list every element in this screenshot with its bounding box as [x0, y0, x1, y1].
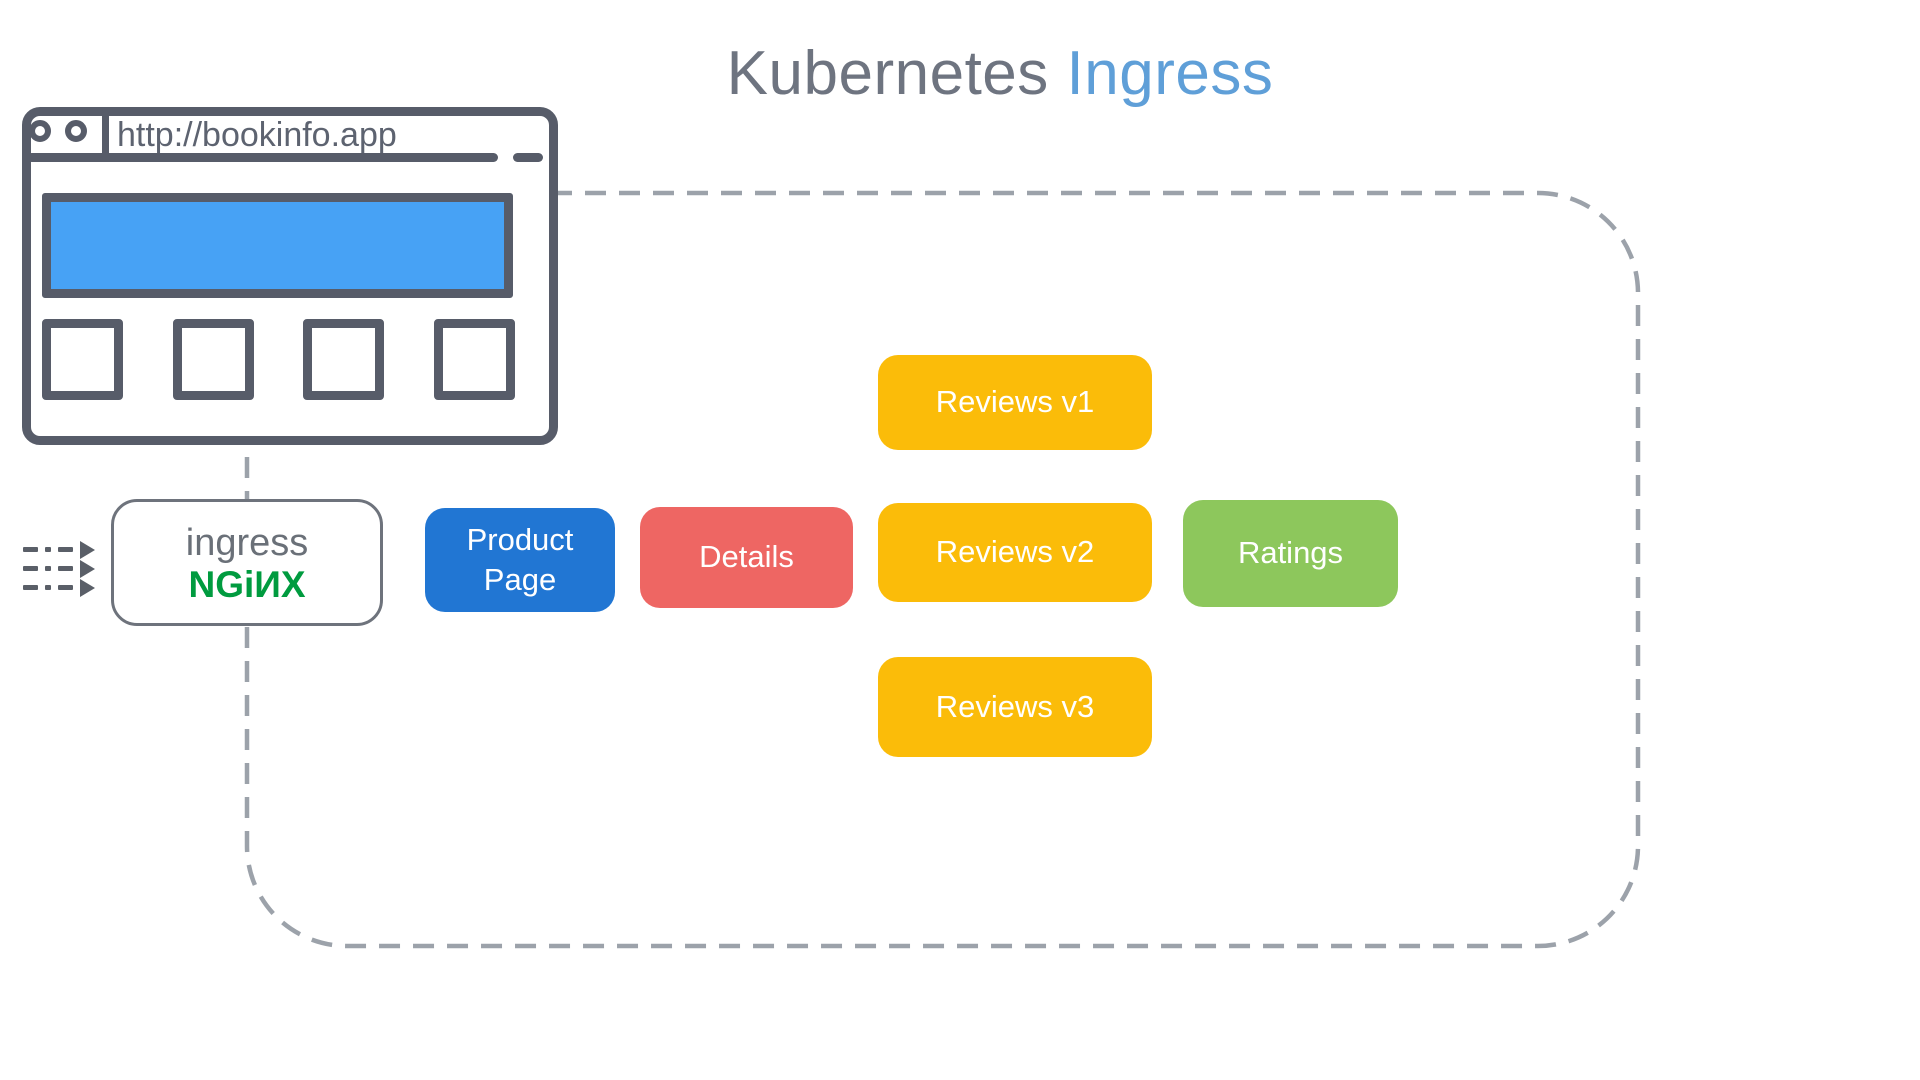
thumbnail-square — [42, 319, 123, 400]
browser-button-icon — [29, 120, 51, 142]
service-label: Reviews v2 — [935, 534, 1095, 570]
dash-dot-arrow-icon — [23, 559, 95, 578]
toolbar-dash — [513, 153, 543, 162]
service-reviews-v2: Reviews v2 — [878, 503, 1152, 602]
service-label: Ratings — [1237, 535, 1344, 571]
toolbar-line — [27, 153, 498, 162]
service-product-page: Product Page — [425, 508, 615, 612]
address-bar-url: http://bookinfo.app — [117, 116, 397, 154]
service-reviews-v3: Reviews v3 — [878, 657, 1152, 757]
service-ratings: Ratings — [1183, 500, 1398, 607]
dash-dot-arrow-icon — [23, 578, 95, 597]
service-label: Reviews v3 — [935, 688, 1095, 724]
arrowhead-icon — [80, 540, 95, 559]
nginx-logo: NGiИX — [188, 563, 306, 605]
service-label: Details — [699, 539, 794, 575]
title-ingress: Ingress — [1066, 39, 1274, 108]
incoming-traffic-arrows — [23, 540, 95, 597]
ingress-node: ingress NGiИX — [111, 499, 383, 626]
browser-button-icon — [65, 120, 87, 142]
arrowhead-icon — [80, 559, 95, 578]
dash-dot-arrow-icon — [23, 540, 95, 559]
title-kubernetes: Kubernetes — [726, 39, 1049, 108]
ingress-label: ingress — [185, 521, 309, 564]
thumbnail-square — [303, 319, 384, 400]
hero-banner — [42, 193, 513, 298]
service-details: Details — [640, 507, 853, 608]
service-label: Reviews v1 — [935, 384, 1095, 420]
browser-window: http://bookinfo.app — [22, 107, 558, 445]
thumbnail-square — [173, 319, 254, 400]
thumbnail-square — [434, 319, 515, 400]
arrowhead-icon — [80, 578, 95, 597]
page-title: Kubernetes Ingress — [600, 38, 1400, 109]
address-bar-divider — [102, 107, 109, 156]
service-label: Product Page — [466, 521, 574, 597]
service-reviews-v1: Reviews v1 — [878, 355, 1152, 450]
